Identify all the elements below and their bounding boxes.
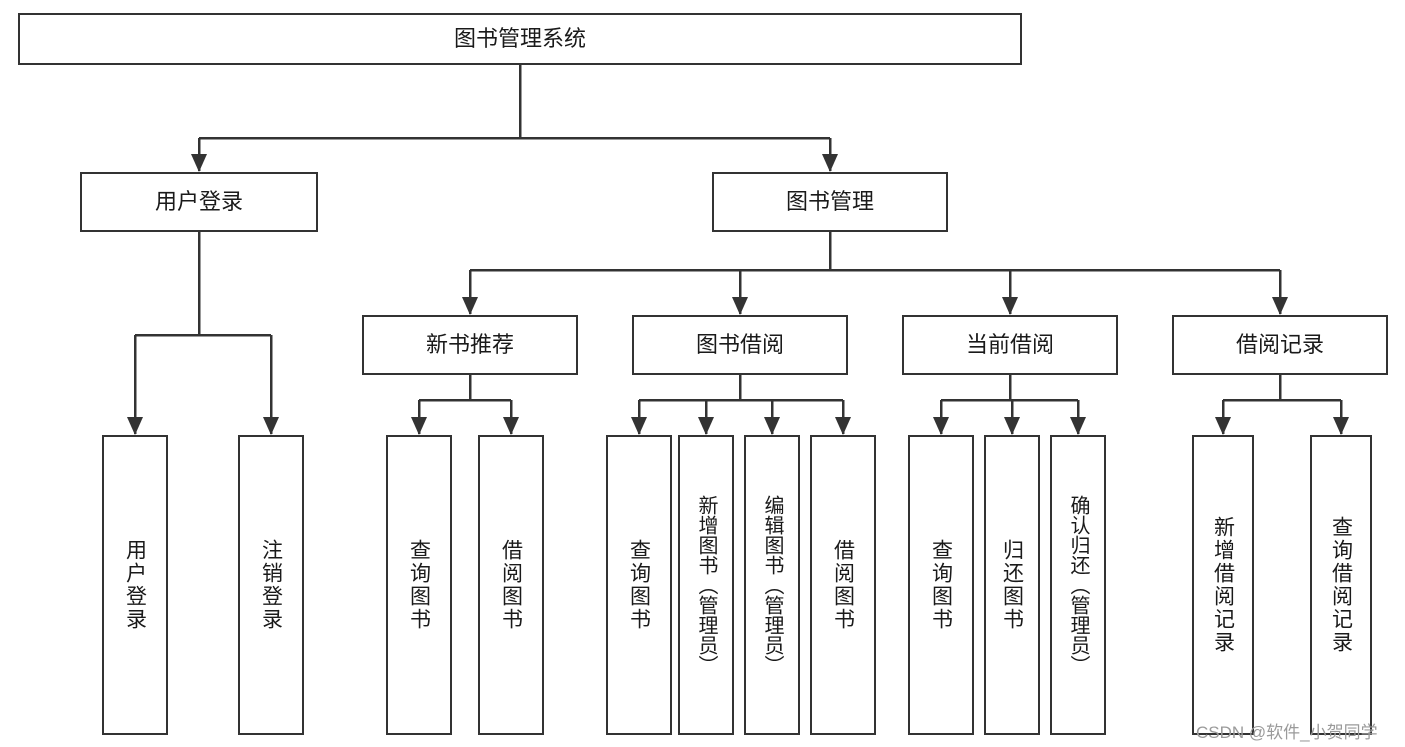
node-leaf-user-logout: 注销登录 xyxy=(238,435,304,735)
arrow-head-icon xyxy=(764,417,780,435)
node-label: 确认归还（管理员） xyxy=(1067,495,1089,675)
node-leaf-borrow-query: 查询图书 xyxy=(606,435,672,735)
arrow-head-icon xyxy=(835,417,851,435)
arrow-head-icon xyxy=(411,417,427,435)
node-leaf-rec-borrow: 借阅图书 xyxy=(478,435,544,735)
arrow-head-icon xyxy=(263,417,279,435)
node-book-manage: 图书管理 xyxy=(712,172,948,232)
node-leaf-borrow-edit: 编辑图书（管理员） xyxy=(744,435,800,735)
node-label: 查询图书 xyxy=(929,539,953,631)
arrow-head-icon xyxy=(732,297,748,315)
node-label: 新增图书（管理员） xyxy=(695,495,717,675)
node-label: 借阅图书 xyxy=(499,539,523,631)
node-label: 用户登录 xyxy=(154,189,243,215)
node-label: 用户登录 xyxy=(123,539,147,631)
node-label: 新书推荐 xyxy=(425,332,514,358)
arrow-head-icon xyxy=(698,417,714,435)
node-new-book-rec: 新书推荐 xyxy=(362,315,578,375)
node-label: 查询图书 xyxy=(627,539,651,631)
node-current-borrow: 当前借阅 xyxy=(902,315,1118,375)
arrow-head-icon xyxy=(191,154,207,172)
node-leaf-borrow-add: 新增图书（管理员） xyxy=(678,435,734,735)
arrow-head-icon xyxy=(1002,297,1018,315)
node-label: 注销登录 xyxy=(259,539,283,631)
node-root: 图书管理系统 xyxy=(18,13,1022,65)
node-label: 编辑图书（管理员） xyxy=(761,495,783,675)
node-label: 借阅图书 xyxy=(831,539,855,631)
arrow-head-icon xyxy=(1272,297,1288,315)
node-label: 借阅记录 xyxy=(1235,332,1324,358)
node-label: 当前借阅 xyxy=(965,332,1054,358)
arrow-head-icon xyxy=(462,297,478,315)
arrow-head-icon xyxy=(127,417,143,435)
node-borrow-record: 借阅记录 xyxy=(1172,315,1388,375)
node-user-login: 用户登录 xyxy=(80,172,318,232)
node-leaf-rec-query: 查询图书 xyxy=(386,435,452,735)
node-label: 查询图书 xyxy=(407,539,431,631)
node-label: 查询借阅记录 xyxy=(1329,516,1353,654)
node-label: 新增借阅记录 xyxy=(1211,516,1235,654)
node-label: 归还图书 xyxy=(1000,539,1024,631)
arrow-head-icon xyxy=(1333,417,1349,435)
arrow-head-icon xyxy=(631,417,647,435)
node-leaf-cur-confirm: 确认归还（管理员） xyxy=(1050,435,1106,735)
node-label: 图书借阅 xyxy=(695,332,784,358)
node-leaf-user-login: 用户登录 xyxy=(102,435,168,735)
node-leaf-cur-return: 归还图书 xyxy=(984,435,1040,735)
node-label: 图书管理 xyxy=(785,189,874,215)
node-book-borrow: 图书借阅 xyxy=(632,315,848,375)
arrow-head-icon xyxy=(503,417,519,435)
node-leaf-cur-query: 查询图书 xyxy=(908,435,974,735)
node-label: 图书管理系统 xyxy=(453,26,586,52)
arrow-head-icon xyxy=(1070,417,1086,435)
arrow-head-icon xyxy=(933,417,949,435)
arrow-head-icon xyxy=(822,154,838,172)
node-leaf-borrow-do: 借阅图书 xyxy=(810,435,876,735)
arrow-head-icon xyxy=(1215,417,1231,435)
node-leaf-rec-add: 新增借阅记录 xyxy=(1192,435,1254,735)
node-leaf-rec-query2: 查询借阅记录 xyxy=(1310,435,1372,735)
arrow-head-icon xyxy=(1004,417,1020,435)
